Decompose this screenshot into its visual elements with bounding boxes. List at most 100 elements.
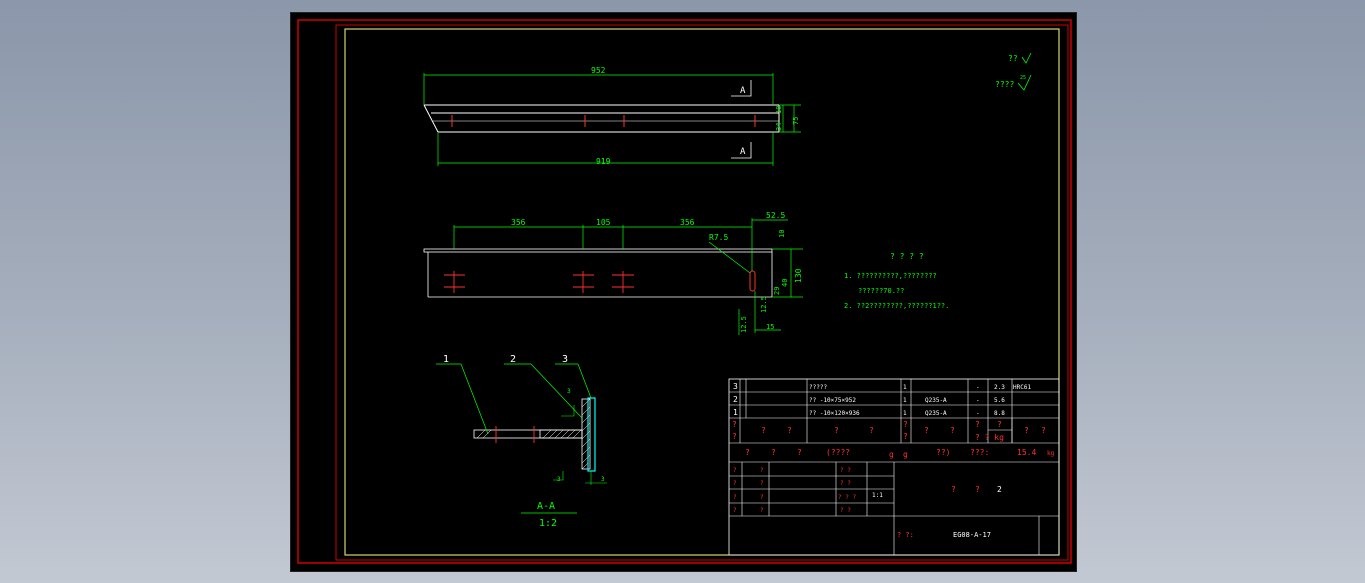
weld-3-a: 3 <box>567 388 571 395</box>
weld-3-b: 3 <box>557 476 561 483</box>
sign-label-7: ? <box>760 494 764 501</box>
sign-label2-2: ? ? <box>840 480 851 487</box>
header-no-2: ? <box>732 432 737 441</box>
header-unit-1: ? <box>975 420 980 429</box>
dim-15: 15 <box>766 323 774 331</box>
drawing-sheet: 952 919 A A 10 34 75 ?? ???? 25 <box>297 19 1072 564</box>
part-1-weight: 8.8 <box>994 410 1005 417</box>
surface-mark-2-value: 25 <box>1020 75 1026 81</box>
header-weight: ? ? kg <box>975 433 1004 442</box>
part-1-qty: 1 <box>903 410 907 417</box>
header-no-1: ? <box>732 420 737 429</box>
sign-label2-1: ? ? <box>840 467 851 474</box>
front-view: 952 919 A A 10 34 75 <box>423 66 801 166</box>
part-3-name: ????? <box>809 384 827 391</box>
inner-frame-red <box>335 24 1069 561</box>
balloon-2: 2 <box>510 354 516 365</box>
dim-75-front: 75 <box>792 117 800 125</box>
cad-viewport[interactable]: 952 919 A A 10 34 75 ?? ???? 25 <box>290 12 1077 572</box>
border-frame <box>344 28 1060 556</box>
part-2-name: ?? -10×75×952 <box>809 397 856 404</box>
scale-label: 1:1 <box>872 492 883 499</box>
header-qty-1: ? <box>903 420 908 429</box>
sign-label-6: ? <box>760 480 764 487</box>
section-mark-a-bottom: A <box>740 147 746 157</box>
total-e: g <box>889 450 894 459</box>
part-3-qty: 1 <box>903 384 907 391</box>
surface-mark-2: ???? <box>995 80 1014 89</box>
sign-label-8: ? <box>760 507 764 514</box>
weld-3-c: 3 <box>601 476 605 483</box>
part-2-no: 2 <box>733 395 738 404</box>
top-view: 356 105 356 52.5 R7.5 10 130 40 29 12.5 … <box>423 211 803 335</box>
drawing-no: EG08-A-17 <box>953 531 991 539</box>
part-2-qty: 1 <box>903 397 907 404</box>
sign-label2-3: ? ? ? <box>838 494 856 501</box>
balloon-1: 1 <box>443 354 449 365</box>
header-qty-2: ? <box>903 432 908 441</box>
dim-919: 919 <box>596 157 611 166</box>
sign-label-1: ? <box>733 467 737 474</box>
total-d: (???? <box>826 448 850 457</box>
sign-label-3: ? <box>733 494 737 501</box>
dim-52-5: 52.5 <box>766 211 785 220</box>
total-a: ? <box>745 448 750 457</box>
dim-40: 40 <box>781 279 789 287</box>
part-2-weight: 5.6 <box>994 397 1005 404</box>
balloon-3: 3 <box>562 354 568 365</box>
notes-heading: ? ? ? ? <box>890 252 924 261</box>
part-3-dash: - <box>976 384 980 391</box>
technical-notes: ? ? ? ? 1. ??????????,???????? ??????70.… <box>844 252 949 310</box>
dim-130: 130 <box>794 268 803 283</box>
part-3-weight: 2.3 <box>994 384 1005 391</box>
part-3-remark: HRC61 <box>1013 384 1031 391</box>
header-name-2: ? <box>869 426 874 435</box>
section-view: 1 2 3 3 3 3 A-A 1:2 <box>436 354 607 529</box>
dim-356-right: 356 <box>680 218 695 227</box>
drawing-no-label: ? ?: <box>897 531 914 539</box>
total-unit: kg <box>1047 450 1055 457</box>
outer-frame <box>297 19 1072 564</box>
dim-10-front: 10 <box>775 106 783 114</box>
dim-105: 105 <box>596 218 611 227</box>
dim-34-front: 34 <box>775 123 783 131</box>
part-1-material: Q235-A <box>925 410 947 417</box>
part-name-label: ? <box>951 485 956 494</box>
part-2-material: Q235-A <box>925 397 947 404</box>
part-name-label-2: ? <box>975 485 980 494</box>
total-b: ? <box>771 448 776 457</box>
section-scale: 1:2 <box>539 518 557 529</box>
dim-952: 952 <box>591 66 606 75</box>
header-material-1: ? <box>924 426 929 435</box>
part-1-dash: - <box>976 410 980 417</box>
dim-356-left: 356 <box>511 218 526 227</box>
part-1-no: 1 <box>733 408 738 417</box>
radius-r7-5: R7.5 <box>709 233 728 242</box>
part-name-no: 2 <box>997 485 1002 494</box>
header-code-2: ? <box>787 426 792 435</box>
header-remark-1: ? <box>1024 426 1029 435</box>
sign-label-4: ? <box>733 507 737 514</box>
header-code-1: ? <box>761 426 766 435</box>
sign-label-5: ? <box>760 467 764 474</box>
part-1-name: ?? -10×120×936 <box>809 410 860 417</box>
total-weight: 15.4 <box>1017 448 1036 457</box>
header-remark-2: ? <box>1041 426 1046 435</box>
title-block: 3 ????? 1 - 2.3 HRC61 2 ?? -10×75×952 1 … <box>728 378 1060 556</box>
notes-line-3: 2. ??2????????,??????1??. <box>844 302 949 310</box>
part-2-dash: - <box>976 397 980 404</box>
dim-29: 29 <box>773 287 781 295</box>
part-3-no: 3 <box>733 382 738 391</box>
total-h: ???: <box>970 448 989 457</box>
sign-label-2: ? <box>733 480 737 487</box>
notes-line-1: 1. ??????????,???????? <box>844 272 937 280</box>
total-g: ??) <box>936 448 950 457</box>
surface-mark-1: ?? <box>1008 54 1018 63</box>
total-f: g <box>903 450 908 459</box>
surface-finish-marks: ?? ???? 25 <box>995 52 1032 91</box>
sign-label2-4: ? ? <box>840 507 851 514</box>
dim-12-5-inner: 12.5 <box>760 296 768 313</box>
header-material-2: ? <box>950 426 955 435</box>
dim-12-5-outer: 12.5 <box>740 316 748 333</box>
section-mark-a-top: A <box>740 86 746 96</box>
